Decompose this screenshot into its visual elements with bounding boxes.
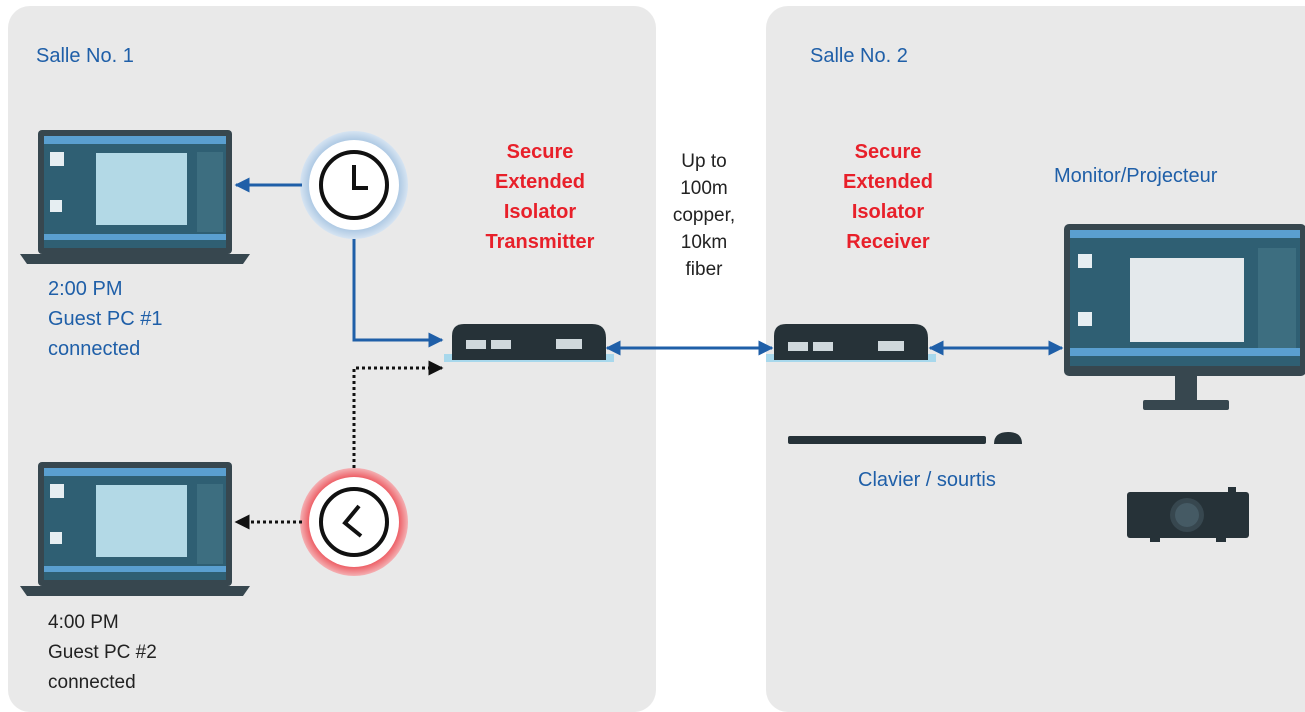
room-2-title: Salle No. 2 [810,45,908,67]
pc1-status: connected [48,338,141,360]
transmitter-label: Secure Extended Isolator Transmitter [478,137,602,257]
receiver-label: Secure Extended Isolator Receiver [832,137,944,257]
pc1-time: 2:00 PM [48,278,123,300]
keyboard-label: Clavier / sourtis [858,469,996,491]
transmitter-line: Extended [494,171,586,193]
pc2-time: 4:00 PM [48,612,119,633]
clock-icon [300,468,408,576]
pc2-caption: 4:00 PM Guest PC #2 connected [48,608,157,698]
transmitter-line: Transmitter [485,231,595,253]
projector-icon [1127,487,1249,542]
pc1-name: Guest PC #1 [48,308,163,330]
extender-icon [766,324,936,362]
link-line: 100m [680,178,728,199]
link-label: Up to 100m copper, 10km fiber [666,148,742,283]
extender-icon [444,324,614,362]
monitor-label: Monitor/Projecteur [1054,165,1218,187]
pc2-name: Guest PC #2 [48,642,157,663]
clock-icon [300,131,408,239]
link-line: copper, [672,205,736,226]
laptop-icon [20,130,250,264]
monitor-icon [1064,224,1305,410]
pc1-caption: 2:00 PM Guest PC #1 connected [48,274,163,364]
mouse-icon [994,432,1022,444]
receiver-line: Secure [854,141,922,163]
keyboard-icon [788,436,986,444]
transmitter-line: Isolator [503,201,577,223]
receiver-line: Receiver [846,231,930,253]
transmitter-line: Secure [506,141,574,163]
link-line: fiber [685,259,723,280]
link-line: Up to [681,151,727,172]
laptop-icon [20,462,250,596]
link-line: 10km [680,232,728,253]
room-1-title: Salle No. 1 [36,45,134,67]
pc2-status: connected [48,672,136,693]
connector-lines [234,177,1064,530]
receiver-line: Extended [842,171,934,193]
receiver-line: Isolator [851,201,925,223]
